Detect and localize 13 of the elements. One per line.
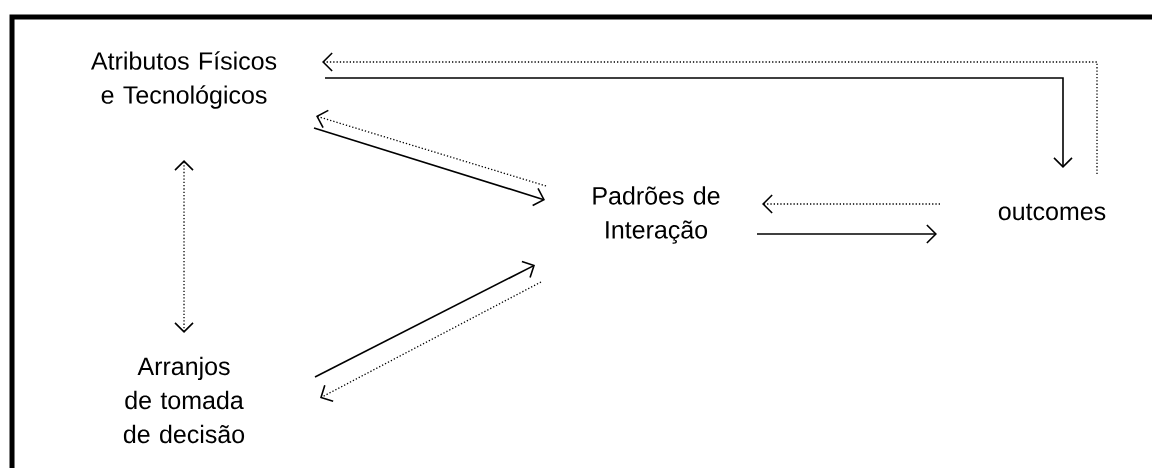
arrow xyxy=(316,109,547,187)
node-label: Atributos Físicos e Tecnológicos xyxy=(91,51,277,109)
arrow xyxy=(313,127,545,207)
arrow xyxy=(322,52,1098,175)
arrow xyxy=(756,224,937,244)
arrow xyxy=(762,194,941,214)
arrow xyxy=(320,281,542,403)
node-label: Padrões de Interação xyxy=(593,186,720,244)
arrow xyxy=(324,77,1073,168)
node-label: outcomes xyxy=(998,203,1106,221)
node-label: Arranjos de tomada de decisão xyxy=(123,356,245,444)
arrow xyxy=(314,260,535,378)
arrow xyxy=(174,160,194,333)
